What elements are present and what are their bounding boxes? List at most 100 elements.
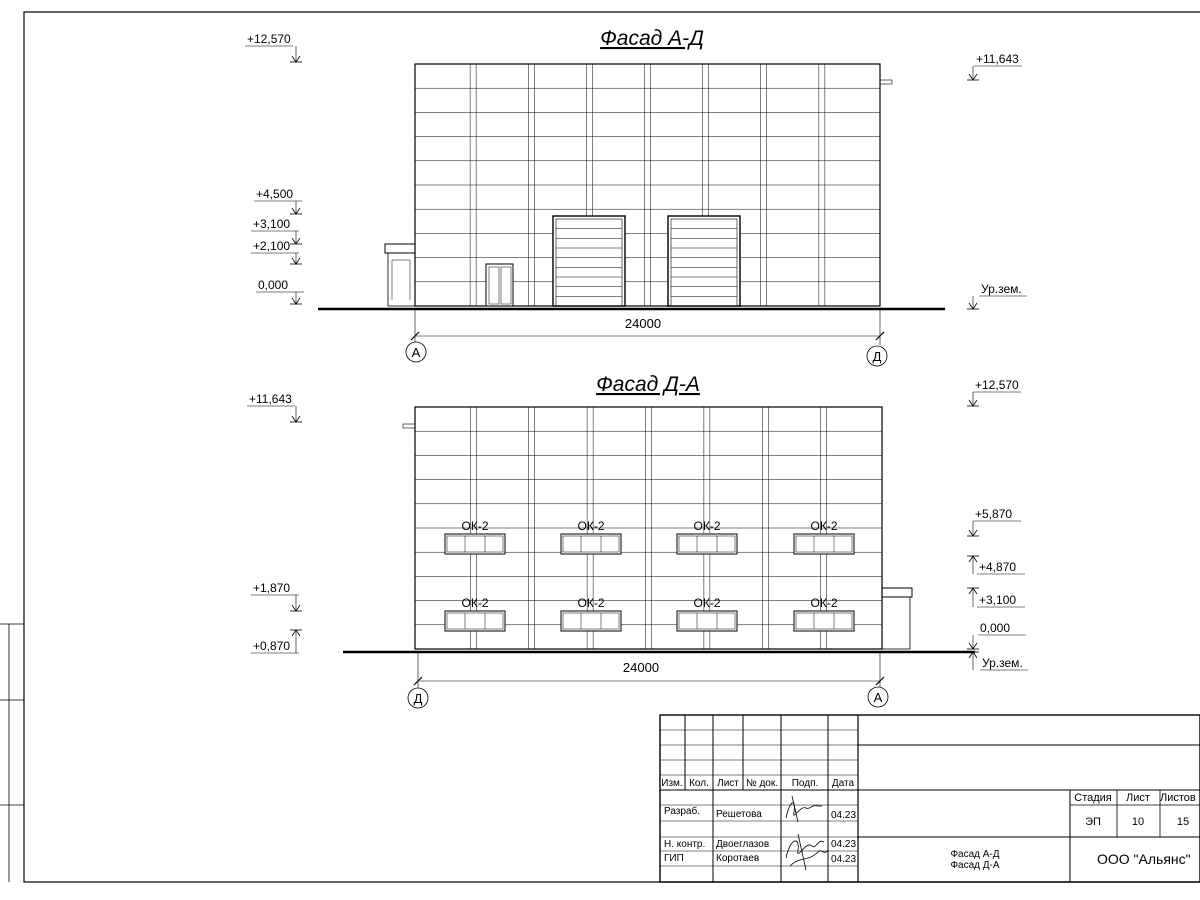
- window-label: ОК-2: [694, 519, 721, 533]
- axis-label: Д: [414, 691, 423, 706]
- window-label: ОК-2: [462, 519, 489, 533]
- elevation-label: +11,643: [249, 392, 292, 406]
- title-block: Изм. Кол. Лист № док. Подп. Дата Разраб.…: [659, 714, 1200, 883]
- window-sash: [562, 612, 620, 630]
- window-sash: [446, 535, 504, 553]
- wall-panels: [415, 64, 880, 306]
- dimension-line: [413, 652, 885, 690]
- window-label: ОК-2: [694, 596, 721, 610]
- window-sash: [795, 535, 853, 553]
- stamp-name: Коротаев: [716, 853, 759, 864]
- window-sash: [446, 612, 504, 630]
- window: [560, 533, 622, 555]
- elevation-label: +3,100: [979, 593, 1016, 607]
- gate-leaf: [555, 218, 623, 307]
- elevation-label: Ур.зем.: [981, 282, 1022, 296]
- dimension-value: 24000: [625, 316, 661, 331]
- stamp-header: № док.: [746, 778, 778, 789]
- parapet-element: [879, 79, 893, 85]
- axis-marker: [867, 686, 889, 708]
- sheets-value: 15: [1177, 816, 1189, 828]
- stamp-header: Лист: [717, 778, 739, 789]
- elevation-label: 0,000: [258, 278, 288, 292]
- window-label: ОК-2: [578, 596, 605, 610]
- sheet-title: Фасад Д-А: [950, 860, 999, 871]
- elevation-label: +4,500: [256, 187, 293, 201]
- stamp-name: Двоеглазов: [716, 839, 769, 850]
- window-label: ОК-2: [811, 596, 838, 610]
- elevation-label: +11,643: [976, 52, 1019, 66]
- elevation-label: +2,100: [253, 239, 290, 253]
- window: [676, 610, 738, 632]
- sheet-frame: [23, 11, 1200, 883]
- stamp-role: ГИП: [664, 853, 684, 864]
- elevation-label: +5,870: [975, 507, 1012, 521]
- elevation-label: +4,870: [979, 560, 1016, 574]
- axis-marker: [407, 687, 429, 709]
- window: [444, 610, 506, 632]
- window-label: ОК-2: [462, 596, 489, 610]
- stage-value: ЭП: [1085, 816, 1101, 828]
- gate-leaf: [670, 218, 738, 307]
- elevation-label: +12,570: [975, 378, 1019, 392]
- axis-marker: [405, 341, 427, 363]
- signature: [785, 795, 822, 823]
- stamp-role: Н. контр.: [664, 839, 705, 850]
- stamp-header: Подп.: [792, 778, 819, 789]
- facade-d-a-title: Фасад Д-А: [596, 373, 700, 396]
- dimension-value: 24000: [623, 660, 659, 675]
- facade-a-d: Фасад А-Д +12,570 +4,500 +3,100 +2,100 0,000…: [245, 27, 1027, 367]
- elevation-label: +3,100: [253, 217, 290, 231]
- stamp-role: Разраб.: [664, 805, 700, 817]
- stamp-name: Решетова: [716, 809, 762, 820]
- gate-frame: [552, 215, 626, 307]
- axis-label: А: [874, 690, 883, 705]
- elevation-label: +12,570: [247, 32, 291, 46]
- elevation-label: +0,870: [253, 639, 290, 653]
- window: [793, 610, 855, 632]
- stamp-header: Изм.: [661, 778, 682, 789]
- gate-frame: [667, 215, 741, 307]
- parapet-element: [402, 423, 416, 429]
- annex-right: [881, 587, 913, 650]
- stage-header: Стадия: [1074, 792, 1112, 804]
- facade-a-d-title: Фасад А-Д: [600, 27, 704, 50]
- stamp-date: 04.23: [831, 839, 856, 850]
- elevation-label: Ур.зем.: [982, 656, 1023, 670]
- window-sash: [795, 612, 853, 630]
- axis-marker: [866, 345, 888, 367]
- window-sash: [678, 535, 736, 553]
- sheet-header: Лист: [1126, 792, 1150, 804]
- window-label: ОК-2: [811, 519, 838, 533]
- annex-left: [384, 243, 416, 307]
- window: [560, 610, 622, 632]
- window: [444, 533, 506, 555]
- axis-label: Д: [873, 349, 882, 364]
- sheet-title: Фасад А-Д: [950, 849, 999, 860]
- window-label: ОК-2: [578, 519, 605, 533]
- elevation-label: +1,870: [253, 581, 290, 595]
- window-sash: [678, 612, 736, 630]
- axis-label: А: [412, 345, 421, 360]
- window: [676, 533, 738, 555]
- elevation-marks-left: +11,643 +1,870 +0,870: [247, 392, 302, 654]
- stamp-date: 04.23: [831, 810, 856, 821]
- left-margin-strip: [0, 623, 24, 882]
- sheets-header: Листов: [1160, 792, 1196, 804]
- elevation-label: 0,000: [980, 621, 1010, 635]
- company-name: ООО "Альянс": [1097, 851, 1191, 867]
- stamp-header: Дата: [832, 778, 855, 789]
- stamp-date: 04.23: [831, 854, 856, 865]
- entrance-door: [485, 263, 514, 307]
- signature: [785, 833, 829, 871]
- sectional-gates: [552, 215, 741, 307]
- stamp-header: Кол.: [689, 778, 709, 789]
- elevation-marks-left: +12,570 +4,500 +3,100 +2,100 0,000: [245, 32, 304, 305]
- dimension-line: [410, 309, 885, 345]
- window: [793, 533, 855, 555]
